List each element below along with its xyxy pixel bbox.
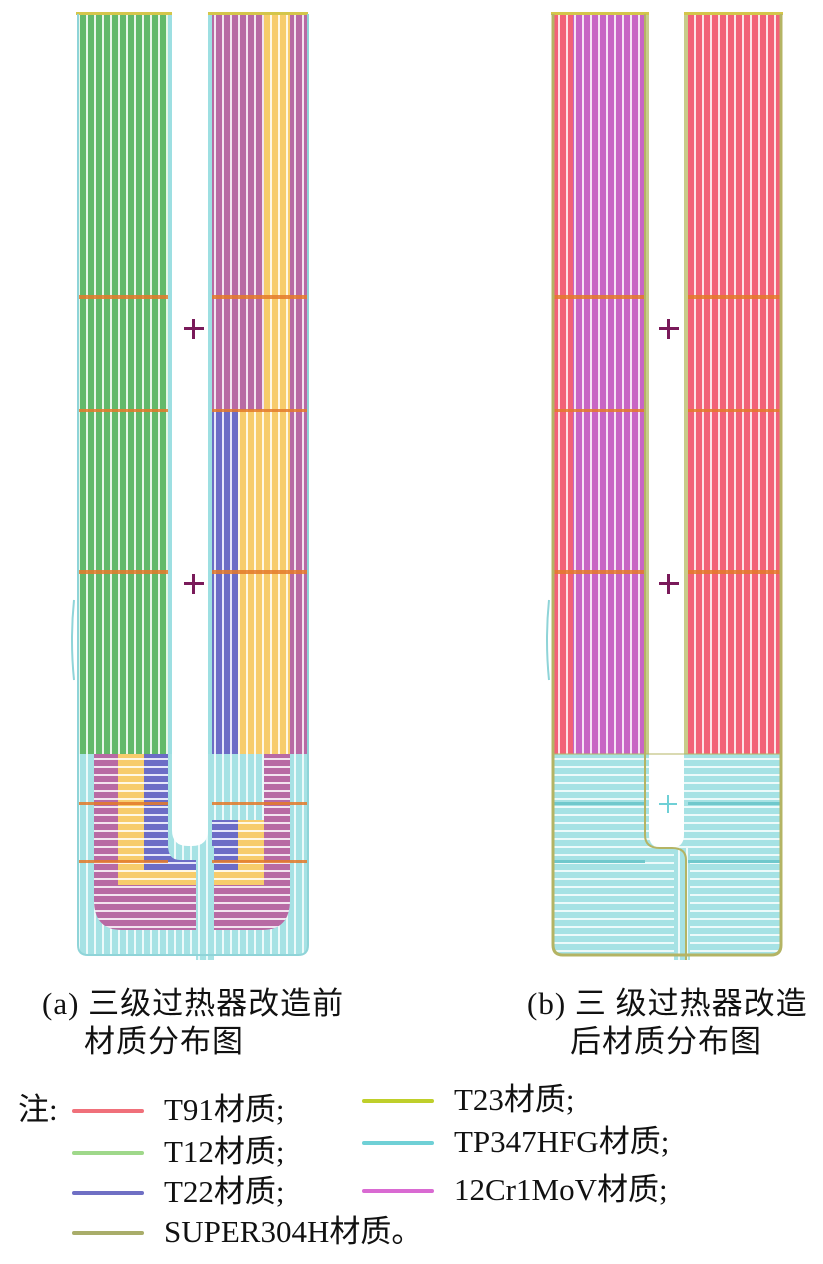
legend-label: T91材质; xyxy=(164,1092,285,1127)
b-left-red-strip xyxy=(553,14,573,754)
caption-a-line2: 材质分布图 xyxy=(84,1024,244,1059)
legend-swatch xyxy=(362,1189,434,1193)
caption-b-line2: 后材质分布图 xyxy=(570,1024,762,1059)
b-marker-3 xyxy=(659,795,677,813)
legend-swatch xyxy=(72,1231,144,1235)
b-right-red-section xyxy=(688,14,781,754)
legend-label: 12Cr1MoV材质; xyxy=(454,1172,668,1207)
b-marker-1 xyxy=(659,319,679,339)
legend-swatch xyxy=(362,1099,434,1103)
legend-label: T12材质; xyxy=(164,1134,285,1169)
legend-label: SUPER304H材质。 xyxy=(164,1214,423,1249)
a-right-purple-upper xyxy=(212,14,264,410)
a-right-yellow-lower xyxy=(238,410,290,754)
a-right-yellow-strip xyxy=(264,14,290,410)
caption-a-line1: (a) 三级过热器改造前 xyxy=(42,986,345,1021)
b-left-magenta-section xyxy=(573,14,645,754)
a-right-blue-strip xyxy=(212,410,238,820)
a-right-purple-outer xyxy=(290,14,308,754)
a-left-green-section xyxy=(78,14,168,754)
legend-swatch xyxy=(72,1151,144,1155)
legend-swatch xyxy=(72,1109,144,1113)
panel-b-after xyxy=(546,12,783,960)
a-marker-2 xyxy=(184,574,204,594)
superheater-material-diagram xyxy=(71,12,783,960)
legend-note-prefix: 注: xyxy=(18,1092,58,1127)
b-marker-2 xyxy=(659,574,679,594)
legend-label: T22材质; xyxy=(164,1174,285,1209)
a-marker-1 xyxy=(184,319,204,339)
legend-label: TP347HFG材质; xyxy=(454,1124,670,1159)
legend-swatch xyxy=(362,1141,434,1145)
caption-b-line1: (b) 三 级过热器改造 xyxy=(527,986,808,1021)
legend-swatch xyxy=(72,1191,144,1195)
panel-a-before xyxy=(71,12,309,960)
legend-label: T23材质; xyxy=(454,1082,575,1117)
